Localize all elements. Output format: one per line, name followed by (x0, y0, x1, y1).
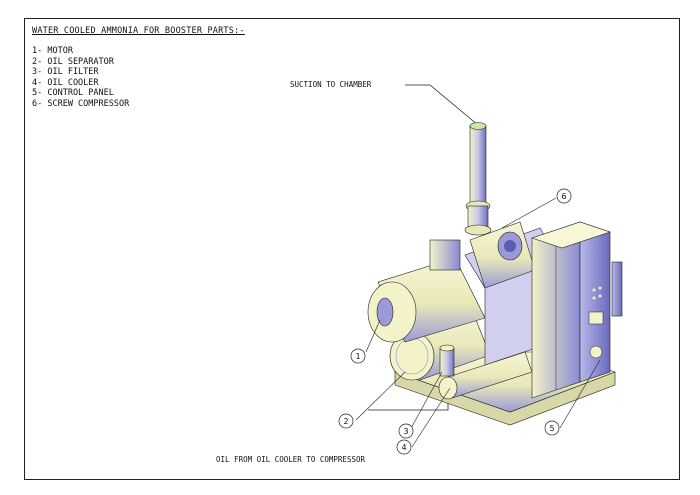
svg-text:4: 4 (401, 443, 406, 452)
suction-pipe (464, 122, 492, 236)
control-panel (531, 221, 623, 399)
drawing-title: WATER COOLED AMMONIA FOR BOOSTER PARTS:- (32, 26, 245, 36)
callout-2: 2 (338, 413, 354, 429)
panel-side-box (611, 261, 623, 317)
part-item-screw-compressor: 6- SCREW COMPRESSOR (32, 98, 130, 109)
screw-compressor (469, 221, 536, 289)
drawing-frame (24, 18, 680, 480)
callout-3: 3 (398, 423, 414, 439)
oil-line-label: OIL FROM OIL COOLER TO COMPRESSOR (216, 455, 366, 464)
callout-4: 4 (396, 439, 412, 455)
part-item-control-panel: 5- CONTROL PANEL (32, 88, 114, 98)
suction-label: SUCTION TO CHAMBER (290, 80, 372, 89)
svg-text:2: 2 (343, 417, 348, 426)
part-item-oil-separator: 2- OIL SEPARATOR (32, 56, 114, 67)
svg-text:1: 1 (355, 352, 360, 361)
motor (367, 239, 486, 343)
panel-gauge (589, 345, 603, 359)
panel-display (588, 311, 604, 325)
part-item-oil-cooler: 4- OIL COOLER (32, 77, 99, 88)
part-item-motor: 1- MOTOR (32, 46, 73, 56)
motor-terminal-box (429, 239, 461, 271)
part-item-oil-filter: 3- OIL FILTER (32, 67, 99, 77)
svg-text:6: 6 (561, 192, 566, 201)
callout-6: 6 (556, 188, 572, 204)
svg-text:5: 5 (549, 424, 554, 433)
oil-filter (439, 344, 455, 377)
parts-list: 1- MOTOR 2- OIL SEPARATOR 3- OIL FILTER … (32, 46, 129, 109)
callout-1: 1 (350, 348, 366, 364)
oil-cooler (438, 351, 533, 400)
svg-text:3: 3 (403, 427, 408, 436)
callout-5: 5 (544, 420, 560, 436)
suction-leader (405, 84, 479, 126)
